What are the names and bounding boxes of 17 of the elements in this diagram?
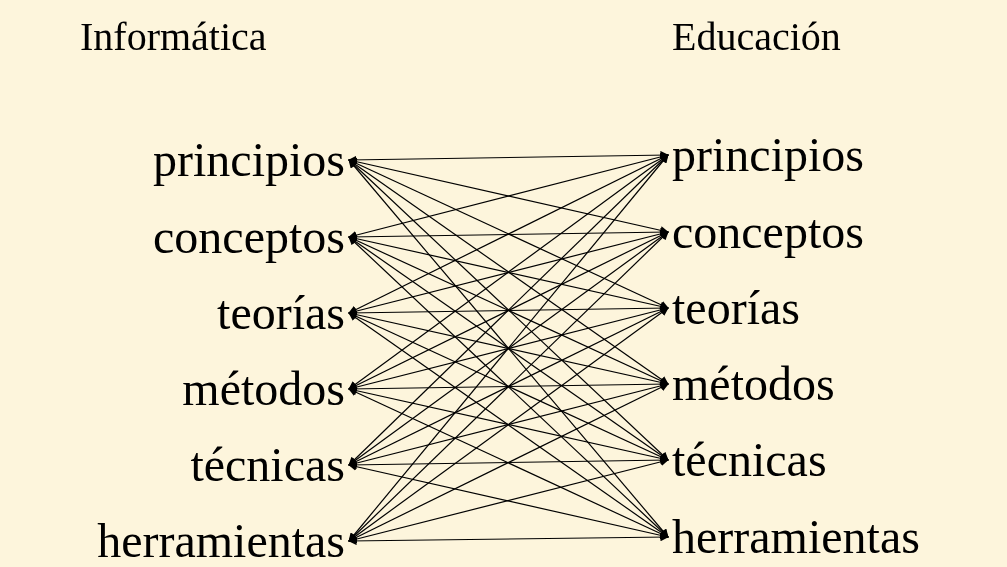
node-text: principios bbox=[153, 133, 345, 187]
column-heading: Educación bbox=[672, 14, 841, 60]
node-text: técnicas bbox=[190, 438, 345, 492]
node-text: técnicas bbox=[672, 433, 827, 487]
node-text: conceptos bbox=[153, 210, 345, 264]
double-arrow bbox=[348, 379, 669, 394]
node-text: conceptos bbox=[672, 205, 864, 259]
node-text: principios bbox=[672, 128, 864, 182]
node-text: métodos bbox=[672, 357, 835, 411]
node-text: herramientas bbox=[672, 510, 920, 564]
double-arrow bbox=[348, 455, 669, 470]
double-arrow bbox=[348, 303, 669, 318]
node-text: métodos bbox=[182, 362, 345, 416]
node-text: herramientas bbox=[97, 514, 345, 567]
column-heading: Informática bbox=[80, 14, 267, 60]
node-text: teorías bbox=[217, 286, 345, 340]
node-text: teorías bbox=[672, 281, 800, 335]
